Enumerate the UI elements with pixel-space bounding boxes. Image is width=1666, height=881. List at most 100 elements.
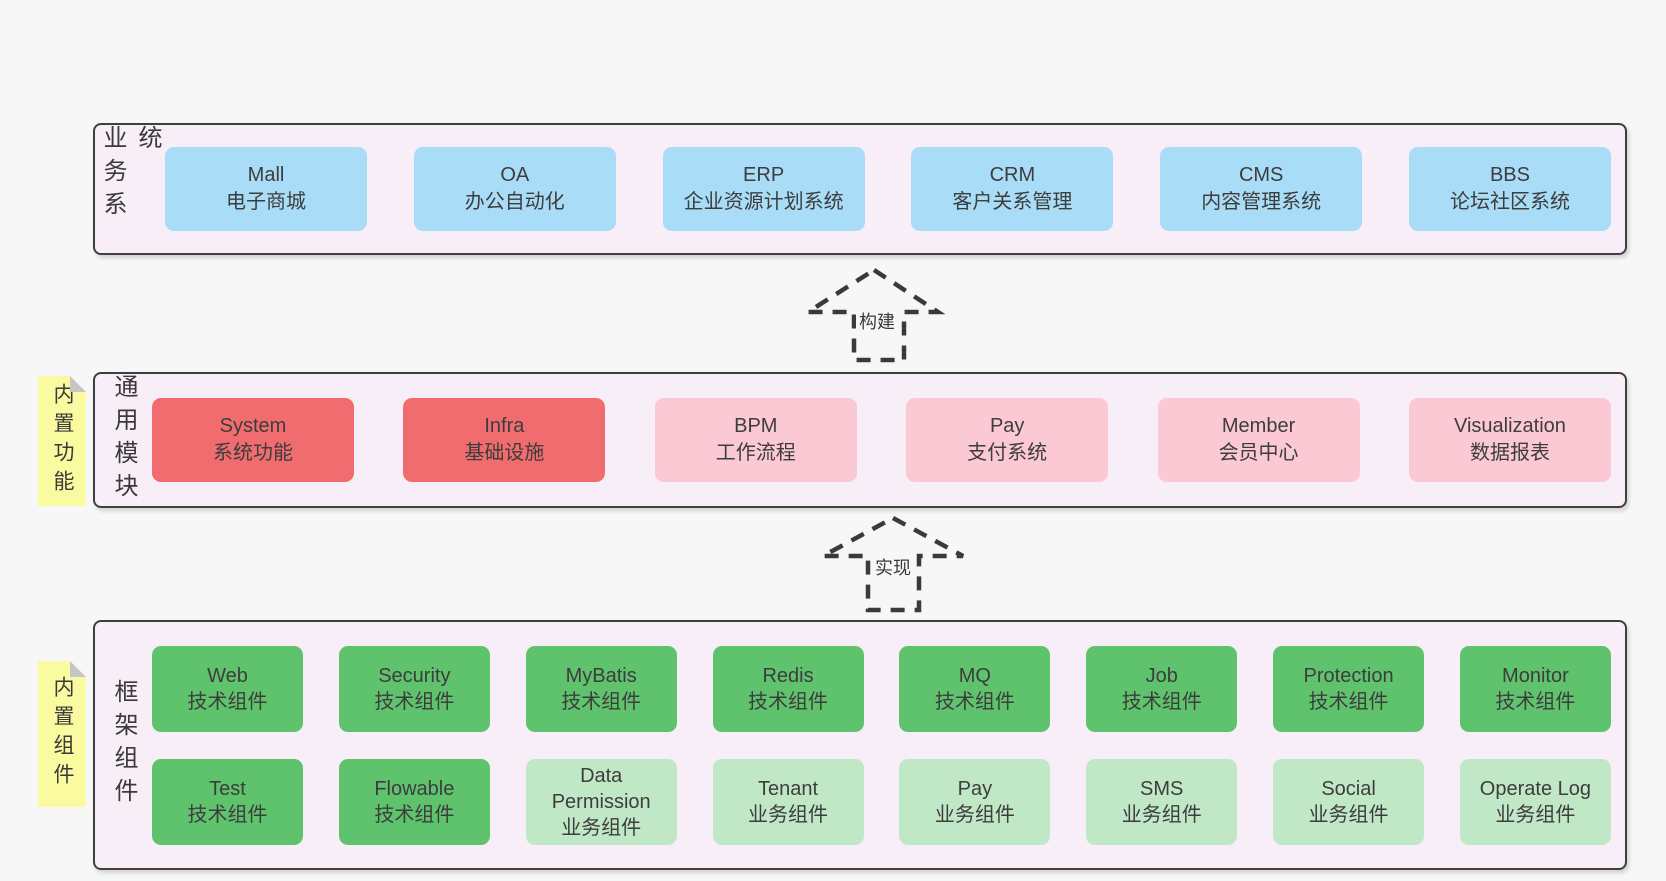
node-title: Redis <box>762 664 814 687</box>
node-flowable: Flowable 技术组件 <box>338 758 490 845</box>
node-title: System <box>219 415 287 437</box>
node-subtitle: 业务组件 <box>748 803 829 826</box>
node-oa: OA 办公自动化 <box>413 147 616 231</box>
node-protection: Protection 技术组件 <box>1273 645 1425 732</box>
node-mq: MQ 技术组件 <box>899 645 1051 732</box>
band-label-framework-components: 框架组件 <box>110 679 137 811</box>
node-subtitle: 技术组件 <box>187 803 268 826</box>
node-title: MQ <box>958 664 991 687</box>
node-subtitle: 会员中心 <box>1218 442 1299 464</box>
implement-arrow: 实现 <box>817 510 969 614</box>
node-pay-module: Pay 支付系统 <box>906 398 1109 482</box>
node-title: Data Permission <box>551 764 651 813</box>
sticky-built-in-features: 内置功能 <box>38 376 86 506</box>
node-cms: CMS 内容管理系统 <box>1160 147 1363 231</box>
node-subtitle: 工作流程 <box>715 442 796 464</box>
node-subtitle: 技术组件 <box>187 690 268 713</box>
node-test: Test 技术组件 <box>152 758 303 845</box>
node-title: Social <box>1321 777 1376 800</box>
band-business-systems: 业务系统 Mall 电子商城 OA 办公自动化 ERP 企业资源计划系统 CRM… <box>93 123 1627 255</box>
node-title: Tenant <box>758 777 819 800</box>
node-subtitle: 技术组件 <box>1121 690 1202 713</box>
node-title: Protection <box>1303 664 1394 687</box>
framework-components-row-1: Web 技术组件 Security 技术组件 MyBatis 技术组件 Redi… <box>152 645 1611 732</box>
node-subtitle: 论坛社区系统 <box>1449 191 1570 213</box>
node-crm: CRM 客户关系管理 <box>911 147 1114 231</box>
node-title: BBS <box>1489 164 1530 186</box>
node-title: Security <box>378 664 451 687</box>
node-subtitle: 业务组件 <box>1308 803 1389 826</box>
node-title: Visualization <box>1453 415 1566 437</box>
node-title: Web <box>207 664 248 687</box>
node-title: Pay <box>957 777 993 800</box>
node-subtitle: 业务组件 <box>1495 803 1576 826</box>
sticky-fold-icon <box>70 376 86 392</box>
node-title: Member <box>1221 415 1296 437</box>
node-title: MyBatis <box>565 664 637 687</box>
node-subtitle: 技术组件 <box>1308 690 1389 713</box>
node-subtitle: 技术组件 <box>561 690 642 713</box>
node-mall: Mall 电子商城 <box>165 147 367 231</box>
node-tenant: Tenant 业务组件 <box>712 758 864 845</box>
node-title: Job <box>1145 664 1178 687</box>
node-subtitle: 业务组件 <box>1121 803 1202 826</box>
node-subtitle: 技术组件 <box>374 690 455 713</box>
sticky-label: 内置功能 <box>51 383 74 499</box>
node-subtitle: 内容管理系统 <box>1201 191 1322 213</box>
node-mybatis: MyBatis 技术组件 <box>525 645 677 732</box>
node-title: Pay <box>989 415 1025 437</box>
node-system: System 系统功能 <box>152 398 354 482</box>
node-pay-component: Pay 业务组件 <box>899 758 1051 845</box>
build-arrow: 构建 <box>798 264 950 364</box>
node-subtitle: 基础设施 <box>464 442 545 464</box>
node-title: Monitor <box>1502 664 1569 687</box>
node-title: OA <box>500 164 530 186</box>
node-subtitle: 数据报表 <box>1469 442 1550 464</box>
node-subtitle: 办公自动化 <box>464 191 565 213</box>
node-erp: ERP 企业资源计划系统 <box>662 147 865 231</box>
node-subtitle: 业务组件 <box>561 816 642 839</box>
band-framework-components: 框架组件 Web 技术组件 Security 技术组件 MyBatis 技术组件… <box>93 620 1627 870</box>
node-bbs: BBS 论坛社区系统 <box>1408 147 1611 231</box>
node-sms: SMS 业务组件 <box>1086 758 1238 845</box>
node-subtitle: 电子商城 <box>226 191 306 213</box>
business-systems-boxes: Mall 电子商城 OA 办公自动化 ERP 企业资源计划系统 CRM 客户关系… <box>165 125 1625 253</box>
node-member: Member 会员中心 <box>1157 398 1360 482</box>
node-title: Test <box>209 777 246 800</box>
node-visualization: Visualization 数据报表 <box>1408 398 1611 482</box>
implement-arrow-label: 实现 <box>872 553 914 581</box>
framework-components-rows: Web 技术组件 Security 技术组件 MyBatis 技术组件 Redi… <box>152 622 1625 868</box>
node-title: Mall <box>247 164 285 186</box>
band-common-modules: 通用模块 System 系统功能 Infra 基础设施 BPM 工作流程 Pay… <box>93 372 1627 508</box>
sticky-built-in-components: 内置组件 <box>38 661 86 807</box>
sticky-fold-icon <box>70 661 86 677</box>
node-job: Job 技术组件 <box>1086 645 1238 732</box>
node-title: CRM <box>989 164 1036 186</box>
framework-components-row-2: Test 技术组件 Flowable 技术组件 Data Permission … <box>152 758 1611 845</box>
sticky-label: 内置组件 <box>51 676 74 792</box>
node-subtitle: 系统功能 <box>213 442 293 464</box>
node-security: Security 技术组件 <box>338 645 490 732</box>
node-subtitle: 客户关系管理 <box>952 191 1073 213</box>
node-subtitle: 业务组件 <box>934 803 1015 826</box>
node-subtitle: 技术组件 <box>374 803 455 826</box>
node-subtitle: 企业资源计划系统 <box>683 191 844 213</box>
node-title: ERP <box>743 164 785 186</box>
node-title: Flowable <box>374 777 455 800</box>
node-monitor: Monitor 技术组件 <box>1459 645 1611 732</box>
dashed-up-arrow-icon <box>800 267 946 363</box>
node-title: Infra <box>484 415 525 437</box>
node-title: BPM <box>734 415 778 437</box>
node-social: Social 业务组件 <box>1273 758 1425 845</box>
node-subtitle: 技术组件 <box>934 690 1015 713</box>
node-subtitle: 技术组件 <box>1495 690 1576 713</box>
build-arrow-label: 构建 <box>856 307 898 335</box>
node-infra: Infra 基础设施 <box>403 398 606 482</box>
node-data-permission: Data Permission 业务组件 <box>525 758 677 845</box>
node-bpm: BPM 工作流程 <box>654 398 857 482</box>
node-title: SMS <box>1140 777 1184 800</box>
band-label-common-modules: 通用模块 <box>110 374 137 506</box>
dashed-up-arrow-icon <box>821 515 965 613</box>
common-modules-boxes: System 系统功能 Infra 基础设施 BPM 工作流程 Pay 支付系统… <box>152 374 1625 506</box>
node-subtitle: 技术组件 <box>748 690 829 713</box>
